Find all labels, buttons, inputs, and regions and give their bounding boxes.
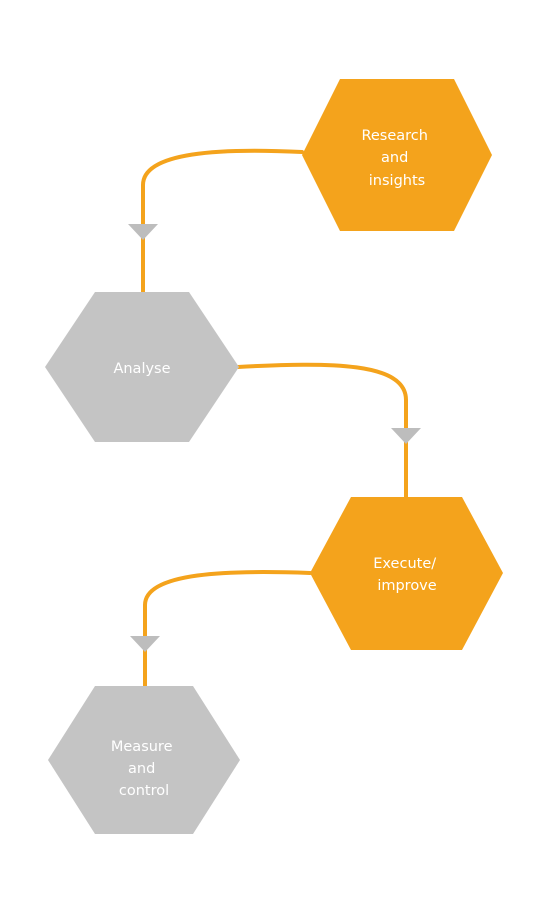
- connector-analyse-to-execute: [236, 362, 408, 499]
- connector-research-to-analyse: [141, 148, 304, 294]
- connector-execute-to-measure: [143, 570, 312, 688]
- svg-text:Measure and contro: Measure and control: [111, 739, 177, 799]
- hexagon-shape: [48, 686, 240, 834]
- hexagon-shape: [310, 497, 503, 650]
- arrow-down-icon: [130, 636, 160, 652]
- step-measure-and-control: Measure and control: [48, 686, 240, 834]
- svg-text:Research and insig: Research and insights: [361, 128, 432, 189]
- arrow-down-icon: [128, 224, 158, 240]
- hexagon-shape: [302, 79, 492, 231]
- step-research-and-insights: Research and insights: [302, 79, 492, 231]
- arrow-down-icon: [391, 428, 421, 444]
- step-analyse: Analyse: [45, 292, 239, 442]
- step-execute-improve: Execute/ improve: [310, 497, 503, 650]
- hexagon-shape: [45, 292, 239, 442]
- svg-text:Analyse: Analyse: [113, 361, 170, 377]
- svg-text:Execute/ improve: Execute/ improve: [373, 556, 440, 594]
